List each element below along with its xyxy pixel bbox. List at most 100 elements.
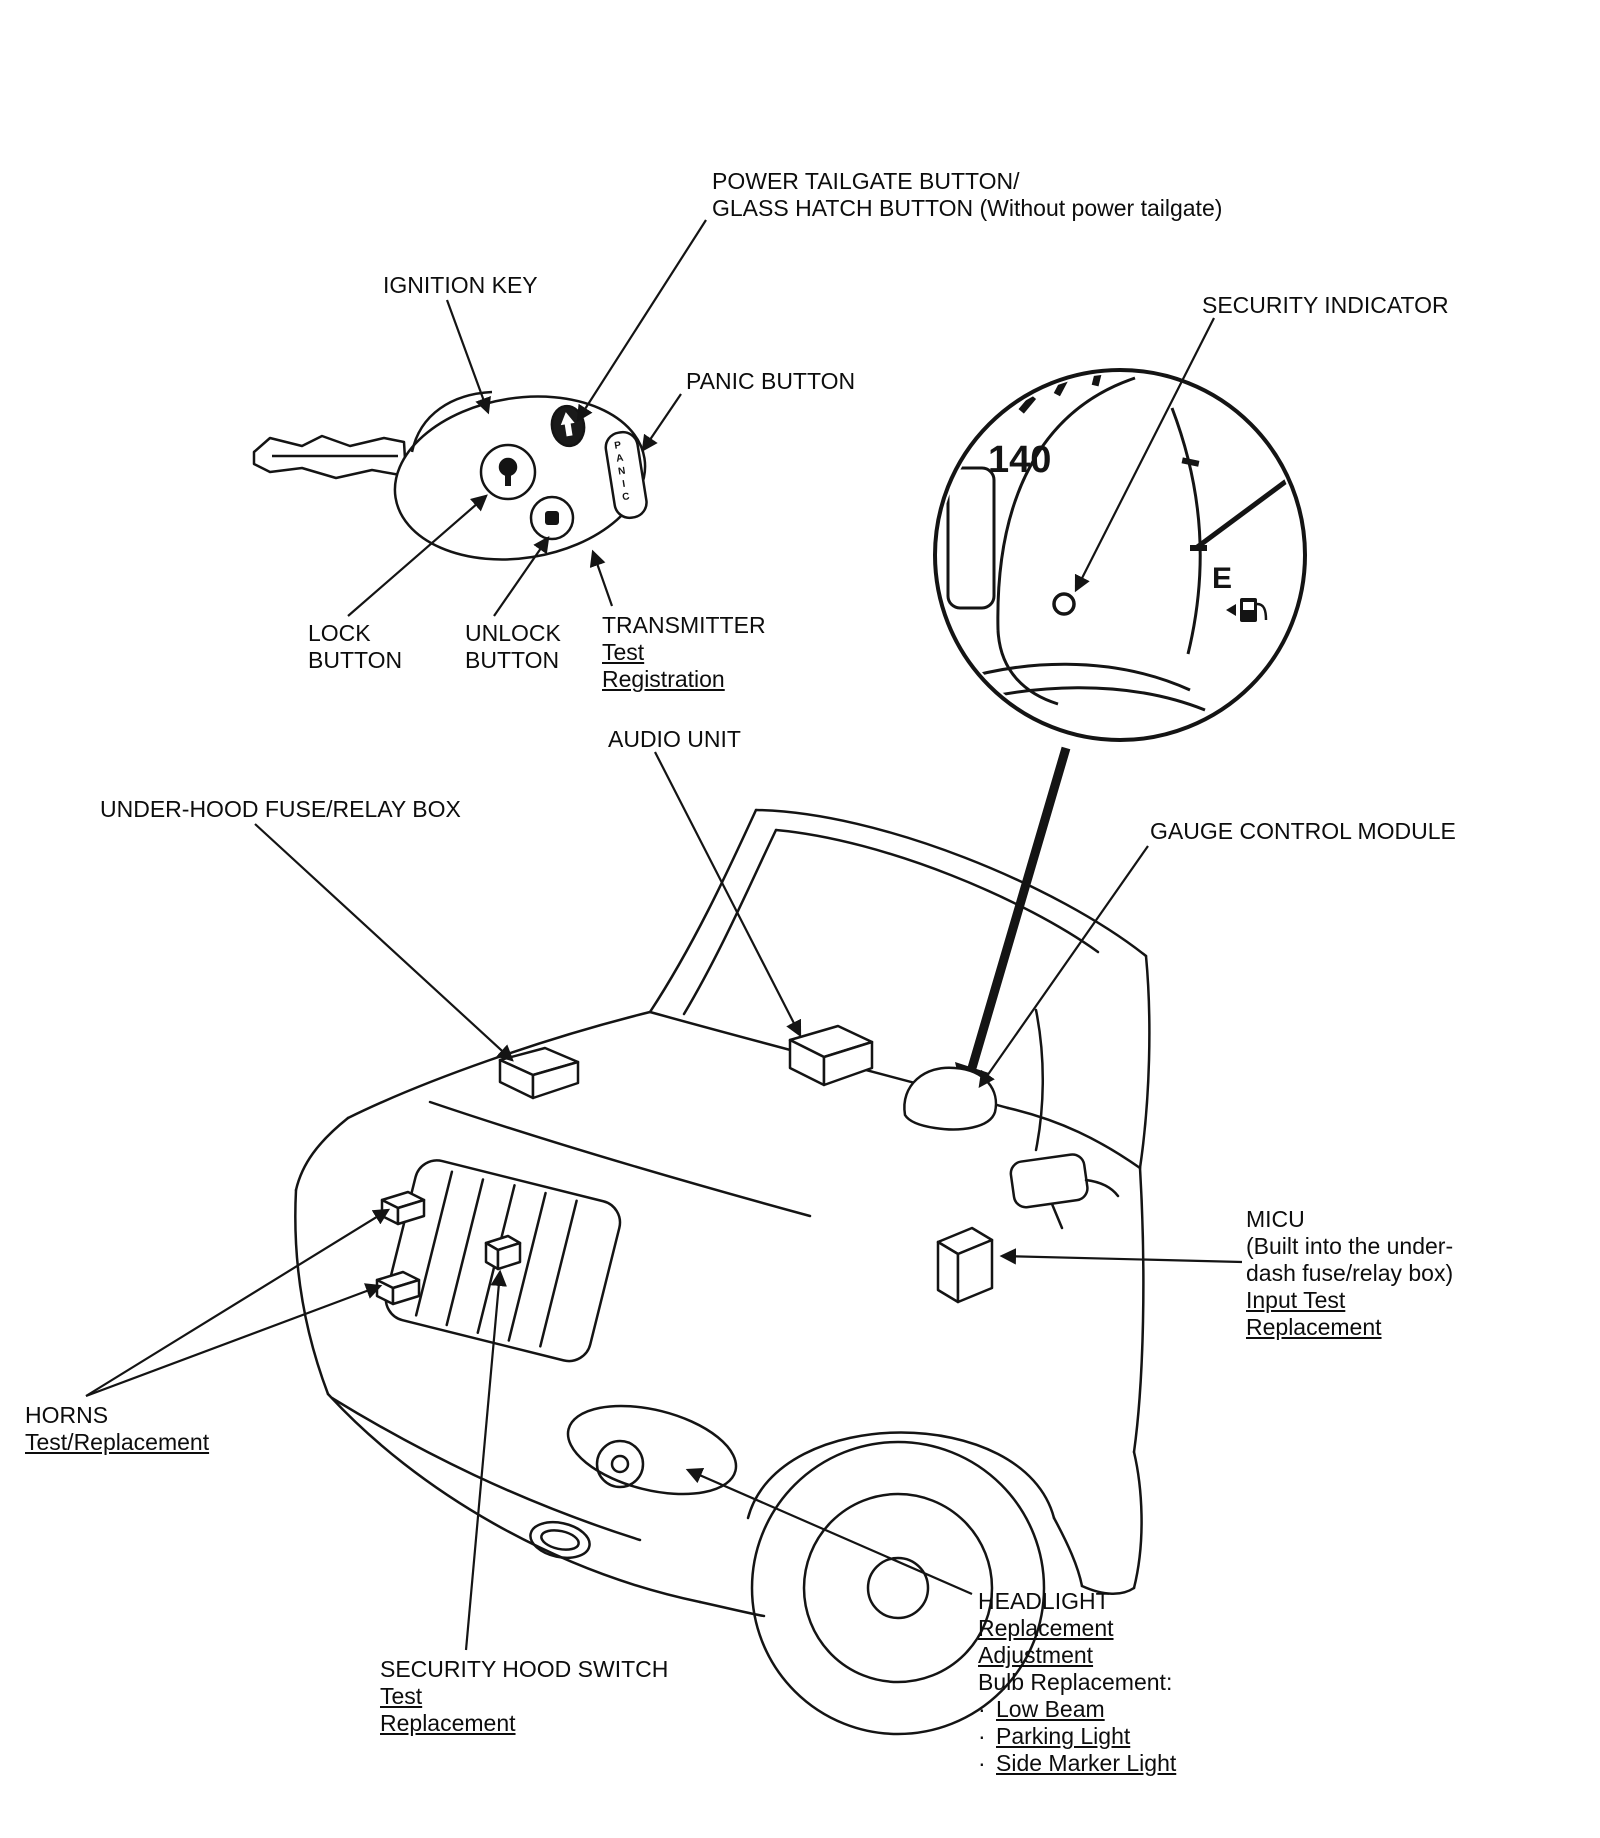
speed-value: 140 — [988, 439, 1051, 481]
micu-label-block: MICU (Built into the under- dash fuse/re… — [1246, 1206, 1453, 1341]
security-hood-switch-label-block: SECURITY HOOD SWITCH Test Replacement — [380, 1656, 668, 1737]
leader-horn-upper — [85, 1208, 391, 1397]
a-pillar — [648, 808, 758, 1014]
behind-arch — [1052, 1516, 1084, 1588]
lock-button-label: LOCK BUTTON — [308, 620, 402, 674]
wheel-arch — [746, 1431, 1056, 1520]
hood-switch-link-replacement[interactable]: Replacement — [380, 1710, 516, 1736]
fuel-empty-label: E — [1212, 562, 1232, 595]
security-indicator-label: SECURITY INDICATOR — [1202, 292, 1449, 318]
bullet-dot: · — [978, 1750, 986, 1776]
horns-link-test-replacement[interactable]: Test/Replacement — [25, 1429, 210, 1455]
leader-audio-unit — [654, 751, 802, 1038]
rocker-rear — [1080, 1584, 1136, 1595]
underhood-fuse-relay-box-label: UNDER-HOOD FUSE/RELAY BOX — [100, 796, 461, 822]
leader-transmitter — [589, 549, 614, 607]
front-left-edge — [294, 1188, 330, 1396]
headlight-bullet-row: · Side Marker Light — [978, 1750, 1176, 1777]
fog-light-shape — [529, 1520, 591, 1560]
headlight-bullet-row: · Parking Light — [978, 1723, 1176, 1750]
headlight-title: HEADLIGHT — [978, 1588, 1110, 1614]
transmitter-title: TRANSMITTER — [602, 612, 766, 638]
ignition-key-illustration — [252, 390, 648, 561]
bullet-dot: · — [978, 1723, 986, 1749]
leader-lines — [85, 219, 1243, 1651]
leader-panic-button — [641, 393, 682, 453]
leader-power-tailgate — [576, 219, 707, 423]
panic-button-shape — [604, 430, 648, 520]
audio-unit-label: AUDIO UNIT — [608, 726, 741, 752]
horns-label-block: HORNS Test/Replacement — [25, 1402, 209, 1456]
micu-title: MICU — [1246, 1206, 1305, 1232]
gauge-cluster-inset: 140 E — [933, 368, 1307, 742]
bullet-dot: · — [978, 1696, 986, 1722]
security-hood-switch-title: SECURITY HOOD SWITCH — [380, 1656, 669, 1682]
lock-label-line2: BUTTON — [308, 647, 403, 673]
rear-lower-hint — [1132, 1450, 1143, 1590]
headlight-link-side-marker-light[interactable]: Side Marker Light — [996, 1750, 1177, 1776]
security-hood-switch-shape — [484, 1234, 522, 1271]
headlight-link-parking-light[interactable]: Parking Light — [996, 1723, 1131, 1749]
roof-line — [754, 808, 1148, 958]
hood-left-edge — [346, 1010, 652, 1120]
power-tailgate-label: POWER TAILGATE BUTTON/ GLASS HATCH BUTTO… — [712, 168, 1222, 222]
ignition-key-label: IGNITION KEY — [383, 272, 538, 298]
windshield-inner-top — [774, 828, 1100, 954]
speedo-tick — [1091, 374, 1104, 387]
horns-title: HORNS — [25, 1402, 109, 1428]
bumper-lower — [326, 1392, 702, 1604]
transmitter-link-test[interactable]: Test — [602, 639, 645, 665]
leader-horn-lower — [85, 1283, 383, 1398]
b-pillar — [1138, 954, 1151, 1170]
shoulder-line — [1006, 1106, 1142, 1170]
headlight-shape — [566, 1404, 738, 1496]
fender-corner — [294, 1116, 350, 1192]
leader-gauge-control-module — [978, 845, 1149, 1089]
gauge-control-module-shape — [903, 1066, 998, 1131]
horn-shape-lower — [375, 1270, 421, 1306]
hood-switch-link-test[interactable]: Test — [380, 1683, 423, 1709]
panic-button-label: PANIC BUTTON — [686, 368, 856, 394]
leader-unlock-button — [493, 535, 550, 617]
leader-headlight — [685, 1468, 973, 1596]
horn-shape-upper — [380, 1190, 426, 1226]
door-edge — [1132, 1166, 1145, 1454]
transmitter-label-block: TRANSMITTER Test Registration — [602, 612, 766, 693]
headlight-label-block: HEADLIGHT Replacement Adjustment Bulb Re… — [978, 1588, 1176, 1777]
dash-panel-shape — [946, 466, 996, 610]
unlock-button-label: UNLOCK BUTTON — [465, 620, 561, 674]
gauge-control-module-label: GAUGE CONTROL MODULE — [1150, 818, 1456, 844]
micu-shape — [936, 1226, 994, 1304]
transmitter-link-registration[interactable]: Registration — [602, 666, 725, 692]
power-tailgate-button-shape — [550, 404, 586, 448]
headlight-link-low-beam[interactable]: Low Beam — [996, 1696, 1105, 1722]
speedo-tick — [1018, 394, 1037, 414]
headlight-link-adjustment[interactable]: Adjustment — [978, 1642, 1094, 1668]
unlock-label-line1: UNLOCK — [465, 620, 561, 646]
hood-crease — [428, 1100, 812, 1218]
side-window-divider — [1034, 1008, 1044, 1152]
micu-desc-line1: (Built into the under- — [1246, 1233, 1454, 1259]
power-tailgate-label-line2: GLASS HATCH BUTTON (Without power tailga… — [712, 195, 1223, 221]
key-head-rim — [410, 390, 493, 453]
bumper-mid-line — [330, 1396, 642, 1542]
front-wheel — [750, 1440, 1046, 1736]
micu-link-replacement[interactable]: Replacement — [1246, 1314, 1382, 1340]
audio-unit-shape — [788, 1024, 874, 1087]
lock-label-line1: LOCK — [308, 620, 371, 646]
security-indicator-lamp — [1052, 592, 1076, 616]
a-pillar-inner — [682, 828, 778, 1016]
side-mirror — [1009, 1153, 1120, 1230]
speedometer-dial-bottom — [996, 629, 1059, 706]
speedometer-dial-edge — [996, 376, 1136, 631]
headlight-bullet-row: · Low Beam — [978, 1696, 1176, 1723]
micu-link-input-test[interactable]: Input Test — [1246, 1287, 1346, 1313]
leader-micu — [999, 1248, 1243, 1265]
fuel-tick — [1181, 457, 1200, 467]
micu-desc-line2: dash fuse/relay box) — [1246, 1260, 1454, 1286]
leader-security-indicator — [1074, 317, 1215, 593]
fuel-pump-icon — [1226, 598, 1268, 622]
headlight-link-replacement[interactable]: Replacement — [978, 1615, 1114, 1641]
